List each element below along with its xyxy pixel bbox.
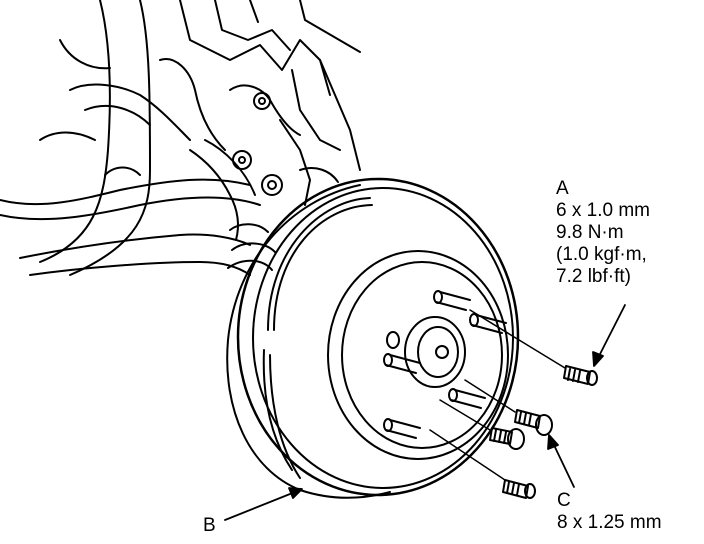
brake-disc <box>226 177 520 499</box>
screw-c-upper <box>514 409 553 436</box>
callout-a-torque-nm: 9.8 N·m <box>556 222 624 243</box>
callout-b-label: B <box>203 515 216 537</box>
callout-c-letter: C <box>557 490 571 511</box>
suspension-assembly <box>0 0 361 276</box>
callout-a-torque-lbf: 7.2 lbf·ft) <box>556 266 631 287</box>
leader-arrow-a <box>592 304 626 367</box>
screw-a <box>563 365 598 386</box>
callout-c-size: 8 x 1.25 mm <box>557 512 662 533</box>
callout-b-letter: B <box>203 515 216 536</box>
callout-a-label: A 6 x 1.0 mm 9.8 N·m (1.0 kgf·m, 7.2 lbf… <box>556 178 650 288</box>
callout-a-letter: A <box>556 178 569 199</box>
callout-a-size: 6 x 1.0 mm <box>556 200 650 221</box>
callout-a-torque-kgf: (1.0 kgf·m, <box>556 244 647 265</box>
wheel-studs <box>383 290 507 439</box>
leader-arrow-c <box>547 434 575 488</box>
leader-arrow-b <box>224 487 303 521</box>
screw-spare <box>502 479 536 499</box>
screw-c-lower <box>489 427 525 450</box>
alignment-lines <box>429 309 566 481</box>
callout-c-label: C 8 x 1.25 mm <box>557 490 662 534</box>
